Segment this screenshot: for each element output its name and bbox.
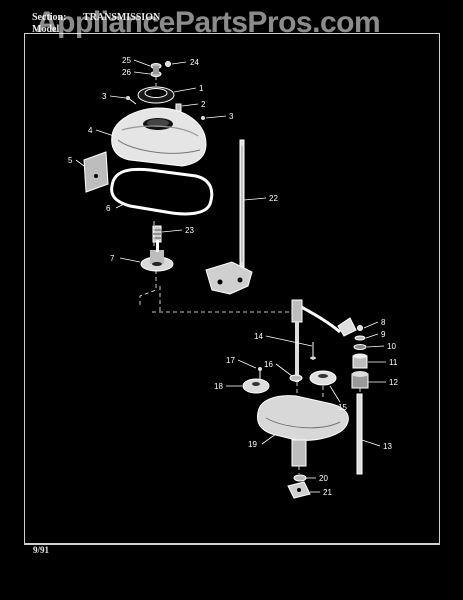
screw-3a: [126, 96, 137, 105]
callout-25: 25: [122, 56, 131, 65]
callout-7: 7: [110, 254, 115, 263]
section-header: Section: TRANSMISSION: [32, 12, 160, 23]
callout-5: 5: [68, 156, 73, 165]
callout-10: 10: [387, 342, 396, 351]
callout-15: 15: [338, 403, 347, 412]
gear-15: [309, 370, 337, 386]
bracket-5: [83, 151, 109, 193]
shaft-13: [356, 393, 363, 475]
callout-3a: 3: [102, 92, 107, 101]
washer-16: [289, 374, 303, 382]
washer-stack-25-26: [150, 63, 162, 77]
gear-12: [351, 371, 369, 389]
callout-17: 17: [226, 356, 235, 365]
small-bolt-24: [165, 61, 171, 67]
watermark: AppliancePartsPros.com: [36, 6, 381, 39]
callout-21: 21: [323, 488, 332, 497]
gear-18: [242, 378, 270, 394]
pin-14: [310, 342, 316, 360]
section-value: TRANSMISSION: [82, 12, 161, 23]
callout-1: 1: [199, 84, 204, 93]
callout-8: 8: [381, 318, 386, 327]
pulley-7: [140, 240, 174, 272]
callout-6: 6: [106, 204, 111, 213]
screw-3b: [201, 116, 205, 120]
callout-14: 14: [254, 332, 263, 341]
diagram-frame: [24, 33, 440, 545]
shaft-22: [239, 139, 245, 269]
model-header: Model: [32, 24, 59, 35]
stack-8-9-10: [353, 325, 367, 350]
callout-18: 18: [214, 382, 223, 391]
callout-24: 24: [190, 58, 199, 67]
footer-divider: [24, 543, 440, 544]
callout-12: 12: [389, 378, 398, 387]
callout-22: 22: [269, 194, 278, 203]
callout-13: 13: [383, 442, 392, 451]
model-label: Model: [32, 24, 60, 35]
gear-case-cover-4: [111, 107, 207, 167]
callout-19: 19: [248, 440, 257, 449]
callout-numbers: 25 24 26 1 3 2 3 4 5 6 22 23 7 8 9 10 14…: [68, 56, 398, 497]
callout-16: 16: [264, 360, 273, 369]
shift-arm-bracket: [205, 261, 253, 295]
section-label: Section:: [32, 12, 67, 23]
gasket-6: [110, 167, 214, 216]
plug-2: [175, 103, 182, 112]
callout-3b: 3: [229, 112, 234, 121]
callout-26: 26: [122, 68, 131, 77]
gear-housing-19: [257, 395, 349, 467]
seal-ring-1: [137, 86, 175, 104]
callout-4: 4: [88, 126, 93, 135]
callout-23: 23: [185, 226, 194, 235]
stud-17: [258, 367, 262, 380]
callout-9: 9: [381, 330, 386, 339]
clamp-21: [287, 481, 311, 499]
bearing-20: [293, 474, 307, 482]
shift-rod-with-hook: [291, 299, 341, 382]
pinion-11: [352, 353, 368, 369]
footer-date: 9/91: [33, 545, 50, 555]
shift-lever-wedge: [337, 317, 357, 337]
callout-20: 20: [319, 474, 328, 483]
callout-11: 11: [389, 358, 398, 367]
callout-2: 2: [201, 100, 206, 109]
leader-lines: [75, 59, 386, 493]
